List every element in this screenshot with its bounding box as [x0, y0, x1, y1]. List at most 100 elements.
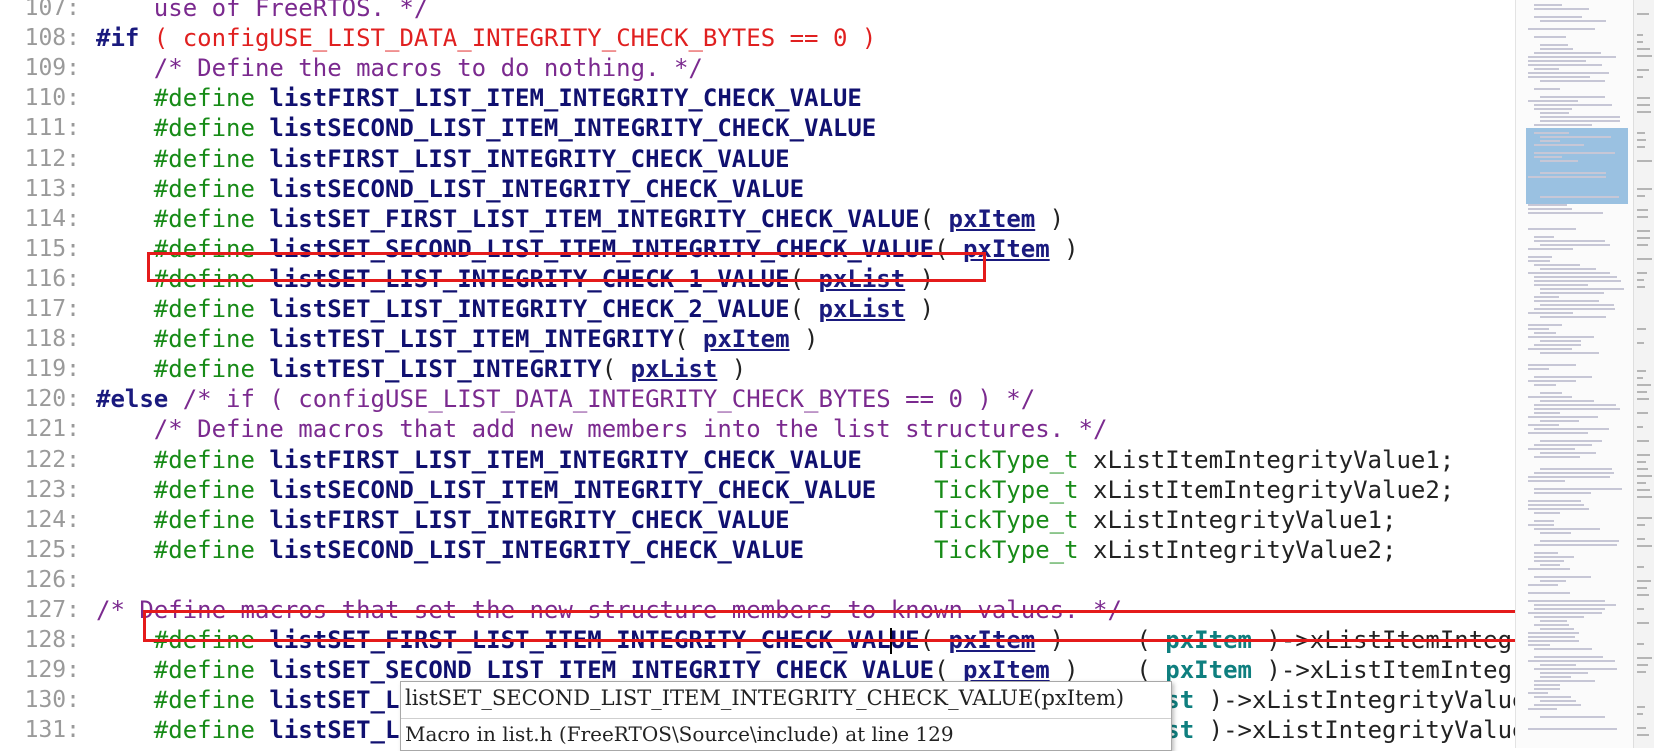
code-token[interactable]: pxItem — [948, 626, 1036, 655]
minimap-line — [1528, 612, 1602, 614]
code-line[interactable]: 125: #define listSECOND_LIST_INTEGRITY_C… — [0, 535, 1515, 565]
minimap-line — [1540, 628, 1574, 630]
code-line[interactable]: 107: use of FreeRTOS. */ — [0, 0, 1515, 23]
code-token[interactable]: pxList — [818, 264, 906, 293]
code-minimap[interactable] — [1515, 0, 1634, 748]
minimap-line — [1534, 16, 1582, 18]
code-line[interactable]: 124: #define listFIRST_LIST_INTEGRITY_CH… — [0, 505, 1515, 535]
scrollbar-marker — [1637, 216, 1648, 218]
code-line[interactable]: 110: #define listFIRST_LIST_ITEM_INTEGRI… — [0, 83, 1515, 113]
code-line[interactable]: 109: /* Define the macros to do nothing.… — [0, 53, 1515, 83]
code-editor[interactable]: 107: use of FreeRTOS. */108:#if ( config… — [0, 0, 1515, 748]
minimap-line — [1540, 120, 1620, 122]
scrollbar-marker — [1637, 713, 1643, 715]
code-token[interactable]: listSECOND_LIST_ITEM_INTEGRITY_CHECK_VAL… — [269, 475, 877, 504]
code-line[interactable]: 126: — [0, 565, 1515, 595]
code-token[interactable]: listSET_FIRST_LIST_ITEM_INTEGRITY_CHECK_… — [269, 204, 920, 233]
code-token[interactable]: listTEST_LIST_INTEGRITY — [269, 355, 602, 384]
code-token[interactable]: listSECOND_LIST_ITEM_INTEGRITY_CHECK_VAL… — [269, 114, 877, 143]
scrollbar-marker — [1637, 230, 1650, 232]
line-number: 119: — [24, 356, 80, 383]
minimap-line — [1528, 692, 1548, 694]
line-number: 125: — [24, 536, 80, 563]
code-line[interactable]: 112: #define listFIRST_LIST_INTEGRITY_CH… — [0, 144, 1515, 174]
minimap-line — [1528, 432, 1588, 434]
code-text: #define listTEST_LIST_ITEM_INTEGRITY( px… — [96, 324, 819, 354]
scrollbar-marker — [1637, 97, 1650, 99]
minimap-line — [1534, 384, 1556, 386]
minimap-line — [1540, 140, 1560, 142]
code-line[interactable]: 115: #define listSET_SECOND_LIST_ITEM_IN… — [0, 234, 1515, 264]
code-token[interactable]: listSET_SECOND_LIST_ITEM_INTEGRITY_CHECK… — [269, 234, 935, 263]
code-line[interactable]: 113: #define listSECOND_LIST_INTEGRITY_C… — [0, 174, 1515, 204]
minimap-line — [1534, 4, 1562, 6]
code-token: pxItem — [1165, 626, 1252, 655]
code-line[interactable]: 116: #define listSET_LIST_INTEGRITY_CHEC… — [0, 264, 1515, 294]
code-token: pxItem — [1165, 656, 1252, 685]
code-token[interactable]: listFIRST_LIST_ITEM_INTEGRITY_CHECK_VALU… — [269, 445, 862, 474]
code-token[interactable]: pxItem — [962, 656, 1050, 685]
code-line[interactable]: 120:#else /* if ( configUSE_LIST_DATA_IN… — [0, 384, 1515, 414]
code-token[interactable]: listSET_LIST_INTEGRITY_CHECK_1_VALUE — [269, 264, 790, 293]
code-token[interactable]: listSECOND_LIST_INTEGRITY_CHECK_VALUE — [269, 174, 805, 203]
scrollbar-marker — [1637, 608, 1644, 610]
code-line[interactable]: 129: #define listSET_SECOND_LIST_ITEM_IN… — [0, 655, 1515, 685]
code-line[interactable]: 121: /* Define macros that add new membe… — [0, 414, 1515, 444]
minimap-line — [1534, 668, 1617, 670]
code-text: /* Define macros that add new members in… — [96, 414, 1108, 444]
code-token[interactable]: listSET_SECOND_LIST_ITEM_INTEGRITY_CHECK… — [269, 656, 935, 685]
minimap-line — [1528, 636, 1575, 638]
minimap-line — [1540, 244, 1610, 246]
code-line[interactable]: 117: #define listSET_LIST_INTEGRITY_CHEC… — [0, 294, 1515, 324]
code-text: #define listSET_LIST_INTEGRITY_CHECK_2_V… — [96, 294, 934, 324]
code-line[interactable]: 127:/* Define macros that set the new st… — [0, 595, 1515, 625]
code-line[interactable]: 123: #define listSECOND_LIST_ITEM_INTEGR… — [0, 475, 1515, 505]
macro-tooltip: listSET_SECOND_LIST_ITEM_INTEGRITY_CHECK… — [400, 681, 1172, 751]
code-token[interactable]: pxList — [630, 355, 718, 384]
code-line[interactable]: 108:#if ( configUSE_LIST_DATA_INTEGRITY_… — [0, 23, 1515, 53]
minimap-line — [1528, 336, 1594, 338]
code-token[interactable]: pxItem — [702, 325, 790, 354]
code-token[interactable]: listFIRST_LIST_ITEM_INTEGRITY_CHECK_VALU… — [269, 84, 862, 113]
line-number: 112: — [24, 145, 80, 172]
scrollbar-marker — [1637, 104, 1650, 106]
minimap-line — [1540, 292, 1604, 294]
code-token[interactable]: listSET_FIRST_LIST_ITEM_INTEGRITY_CHECK_… — [269, 626, 891, 655]
vertical-scrollbar[interactable] — [1633, 0, 1654, 748]
code-token[interactable]: listTEST_LIST_ITEM_INTEGRITY — [269, 325, 674, 354]
code-token: TickType_t — [861, 445, 1079, 474]
code-line[interactable]: 114: #define listSET_FIRST_LIST_ITEM_INT… — [0, 204, 1515, 234]
minimap-line — [1528, 348, 1572, 350]
scrollbar-marker — [1637, 671, 1646, 673]
code-text: #define listTEST_LIST_INTEGRITY( pxList … — [96, 354, 746, 384]
code-line[interactable]: 118: #define listTEST_LIST_ITEM_INTEGRIT… — [0, 324, 1515, 354]
minimap-line — [1534, 552, 1558, 554]
code-line[interactable]: 128: #define listSET_FIRST_LIST_ITEM_INT… — [0, 625, 1515, 655]
minimap-line — [1540, 620, 1567, 622]
scrollbar-marker — [1637, 160, 1652, 162]
code-token[interactable]: pxItem — [948, 204, 1036, 233]
minimap-line — [1540, 80, 1605, 82]
code-token[interactable]: pxList — [818, 295, 906, 323]
code-token: #define — [96, 716, 270, 745]
code-token: #define — [96, 475, 270, 504]
code-token[interactable]: pxItem — [962, 234, 1050, 263]
code-token[interactable]: listSECOND_LIST_INTEGRITY_CHECK_VALUE — [269, 535, 805, 564]
code-token[interactable]: listSET_LIST_INTEGRITY_CHECK_2_VALUE — [269, 295, 790, 323]
code-token[interactable]: UE — [890, 626, 920, 655]
scrollbar-marker — [1637, 139, 1646, 141]
minimap-line — [1534, 280, 1621, 282]
code-token[interactable]: listFIRST_LIST_INTEGRITY_CHECK_VALUE — [269, 505, 790, 534]
code-line[interactable]: 119: #define listTEST_LIST_INTEGRITY( px… — [0, 354, 1515, 384]
code-line[interactable]: 111: #define listSECOND_LIST_ITEM_INTEGR… — [0, 113, 1515, 143]
minimap-line — [1534, 236, 1554, 238]
code-token[interactable]: listFIRST_LIST_INTEGRITY_CHECK_VALUE — [269, 144, 790, 173]
scrollbar-marker — [1637, 111, 1651, 113]
minimap-line — [1534, 36, 1566, 38]
minimap-line — [1534, 456, 1580, 458]
code-line[interactable]: 122: #define listFIRST_LIST_ITEM_INTEGRI… — [0, 445, 1515, 475]
scrollbar-marker — [1637, 146, 1645, 148]
minimap-line — [1534, 108, 1572, 110]
code-token: ( — [934, 656, 963, 685]
minimap-line — [1528, 312, 1573, 314]
